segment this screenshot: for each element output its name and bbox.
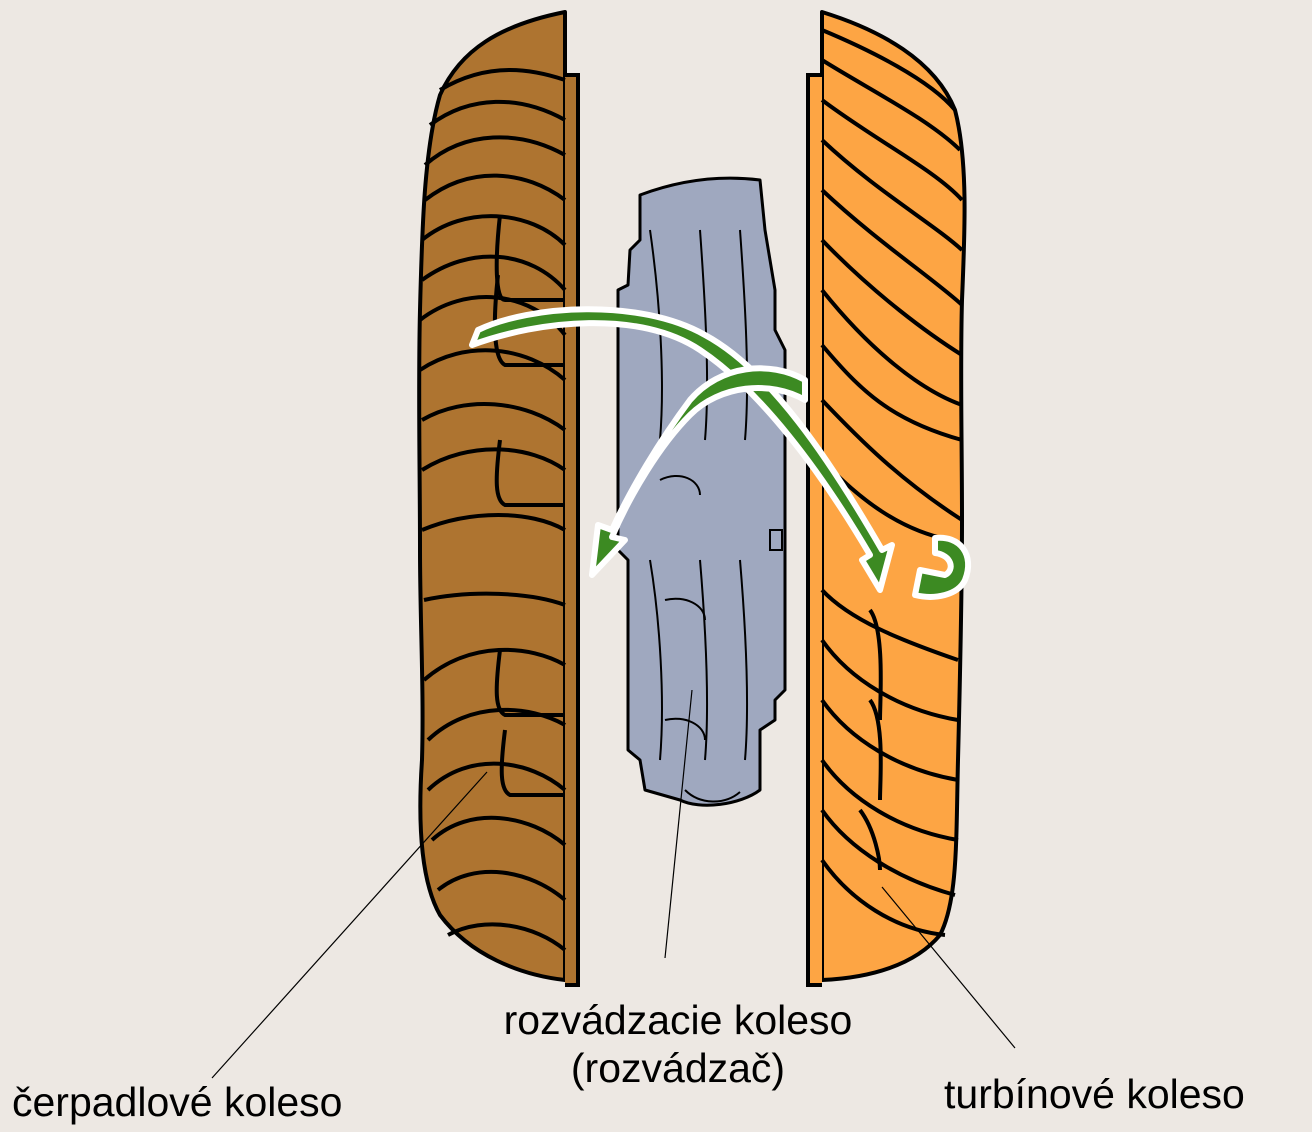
stator-body	[618, 178, 785, 805]
pump-hub-plate	[565, 75, 578, 985]
turbine-wheel-label: turbínové koleso	[944, 1070, 1245, 1118]
stator-label-line2: (rozvádzač)	[468, 1044, 888, 1092]
stator	[618, 178, 785, 805]
stator-label: rozvádzacie koleso (rozvádzač)	[468, 996, 888, 1092]
stator-label-line1: rozvádzacie koleso	[468, 996, 888, 1044]
stator-notch	[770, 530, 782, 550]
pump-wheel-label: čerpadlové koleso	[12, 1078, 342, 1126]
pump-wheel	[419, 12, 578, 985]
turbine-hub-plate	[808, 75, 822, 985]
